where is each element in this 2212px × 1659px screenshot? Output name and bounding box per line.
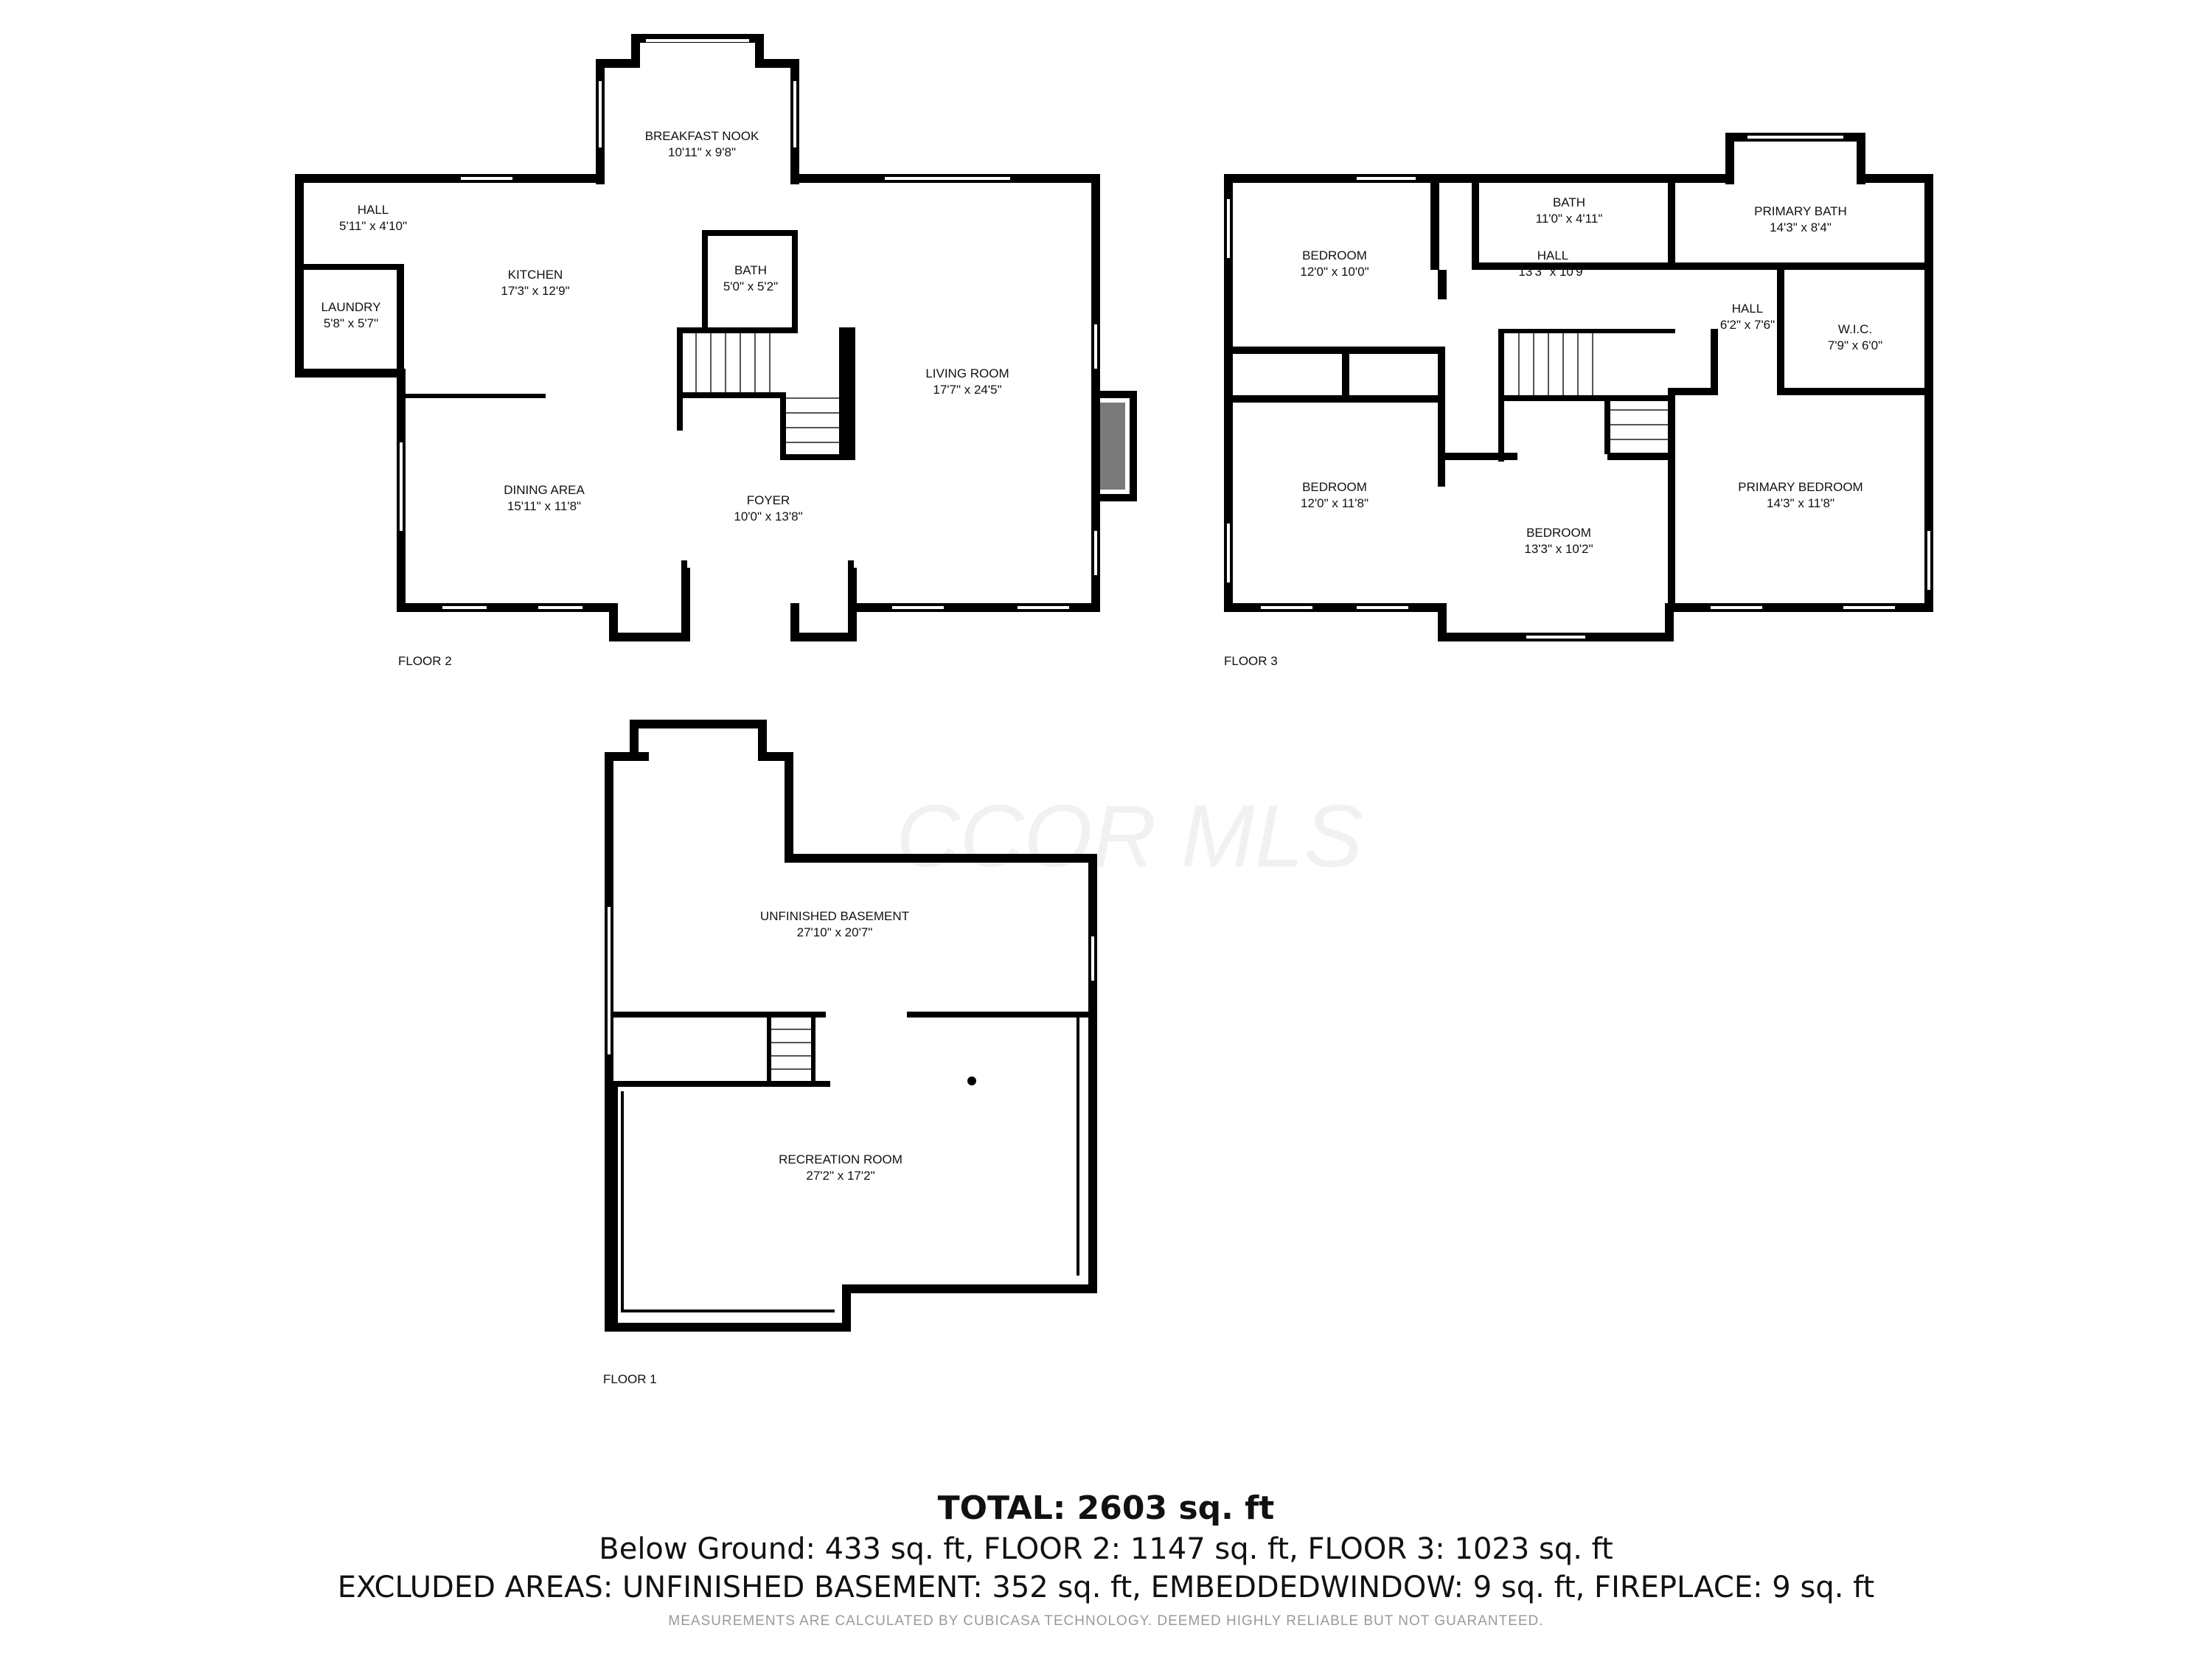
room-name: BEDROOM [1526, 526, 1591, 540]
floor-1-plan: UNFINISHED BASEMENT 27'10" x 20'7" RECRE… [603, 720, 1097, 1386]
room-dims: 17'7" x 24'5" [933, 383, 1001, 397]
floor-2-plan: BREAKFAST NOOK 10'11" x 9'8" HALL 5'11" … [295, 34, 1137, 668]
room-name: HALL [1537, 248, 1569, 262]
room-dims: 10'11" x 9'8" [668, 145, 736, 159]
floor-2-label: FLOOR 2 [398, 654, 452, 668]
room-dims: 14'3" x 11'8" [1767, 496, 1834, 510]
room-dims: 17'3" x 12'9" [501, 284, 569, 298]
room-name: BATH [734, 263, 767, 277]
floor-3-label: FLOOR 3 [1224, 654, 1278, 668]
room-name: W.I.C. [1838, 322, 1872, 336]
room-dims: 13'3" x 10'9" [1518, 265, 1587, 279]
room-dims: 10'0" x 13'8" [734, 509, 802, 524]
room-name: BREAKFAST NOOK [645, 129, 759, 143]
floor-3-plan: BEDROOM 12'0" x 10'0" BATH 11'0" x 4'11"… [1224, 133, 1933, 668]
room-name: KITCHEN [508, 268, 563, 282]
room-name: PRIMARY BEDROOM [1738, 480, 1863, 494]
floor-2-stairs [695, 333, 839, 443]
total-area: TOTAL: 2603 sq. ft [937, 1489, 1275, 1527]
room-dims: 11'0" x 4'11" [1536, 212, 1603, 226]
room-dims: 12'0" x 10'0" [1300, 265, 1368, 279]
room-name: BATH [1553, 195, 1585, 209]
floor-3-stairs [1518, 333, 1668, 440]
room-dims: 5'0" x 5'2" [723, 279, 778, 293]
room-dims: 27'2" x 17'2" [806, 1169, 874, 1183]
room-dims: 13'3" x 10'2" [1524, 542, 1593, 556]
excluded-areas: EXCLUDED AREAS: UNFINISHED BASEMENT: 352… [337, 1571, 1875, 1604]
room-name: HALL [358, 203, 389, 217]
floor-1-stairs [771, 1029, 811, 1070]
room-name: HALL [1732, 302, 1764, 316]
room-name: DINING AREA [504, 483, 585, 497]
room-name: FOYER [747, 493, 790, 507]
floor-1-label: FLOOR 1 [603, 1372, 657, 1386]
watermark: CCOR MLS [896, 787, 1363, 886]
room-dims: 7'9" x 6'0" [1828, 338, 1882, 352]
room-dims: 5'8" x 5'7" [324, 316, 378, 330]
room-dims: 5'11" x 4'10" [339, 219, 407, 233]
room-dims: 12'0" x 11'8" [1301, 496, 1368, 510]
room-name: UNFINISHED BASEMENT [760, 909, 909, 923]
room-name: LIVING ROOM [925, 366, 1009, 380]
support-post-icon [967, 1077, 976, 1085]
room-dims: 27'10" x 20'7" [797, 925, 873, 939]
room-dims: 14'3" x 8'4" [1770, 220, 1832, 234]
disclaimer: MEASUREMENTS ARE CALCULATED BY CUBICASA … [668, 1613, 1544, 1629]
room-dims: 15'11" x 11'8" [507, 499, 581, 513]
room-dims: 6'2" x 7'6" [1720, 318, 1775, 332]
room-name: BEDROOM [1302, 248, 1367, 262]
room-name: BEDROOM [1302, 480, 1367, 494]
room-name: RECREATION ROOM [779, 1152, 902, 1166]
room-name: PRIMARY BATH [1754, 204, 1847, 218]
floor-areas: Below Ground: 433 sq. ft, FLOOR 2: 1147 … [599, 1532, 1613, 1566]
room-name: LAUNDRY [321, 300, 381, 314]
